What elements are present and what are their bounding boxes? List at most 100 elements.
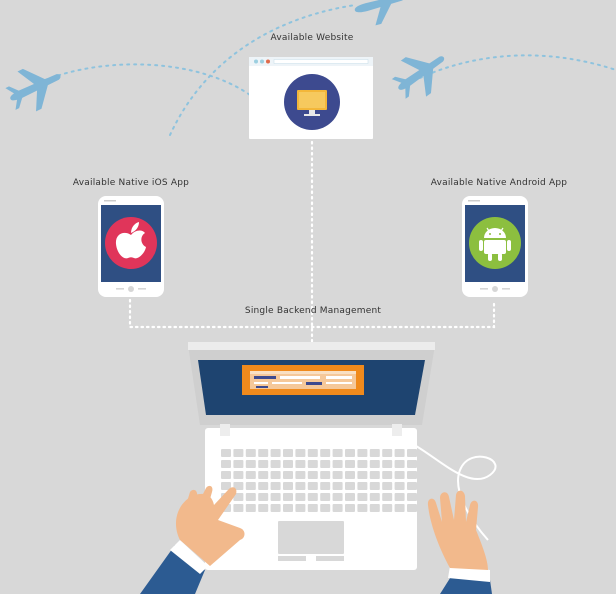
keyboard-key [283, 493, 293, 501]
keyboard-key [345, 504, 355, 512]
apple-icon [105, 217, 157, 269]
keyboard-key [258, 482, 269, 490]
keyboard-key [357, 471, 368, 479]
touchpad [278, 521, 344, 554]
browser-window [249, 57, 373, 139]
keyboard-key [369, 449, 380, 457]
keyboard-key [221, 449, 231, 457]
keyboard-key [233, 460, 244, 468]
keyboard-key [258, 460, 269, 468]
keyboard-key [369, 482, 380, 490]
keyboard-key [394, 460, 405, 468]
keyboard-key [332, 449, 343, 457]
keyboard-key [357, 504, 368, 512]
keyboard-key [394, 504, 405, 512]
keyboard-key [307, 449, 318, 457]
keyboard-key [295, 493, 306, 501]
keyboard-key [221, 471, 231, 479]
keyboard-key [283, 460, 293, 468]
keyboard-key [233, 449, 244, 457]
airplane-icon-top [354, 0, 405, 26]
keyboard-key [283, 504, 293, 512]
keyboard-key [369, 504, 380, 512]
keyboard-key [357, 482, 368, 490]
monitor-icon [284, 74, 340, 130]
keyboard-key [382, 460, 393, 468]
keyboard-key [394, 449, 405, 457]
keyboard-key [394, 471, 405, 479]
label-website: Available Website [270, 33, 354, 43]
keyboard-key [258, 504, 269, 512]
keyboard-key [407, 471, 417, 479]
keyboard-key [233, 471, 244, 479]
connectors [128, 140, 496, 352]
keyboard-key [320, 482, 331, 490]
keyboard-key [270, 471, 281, 479]
flight-path-left [44, 63, 251, 96]
keyboard-key [245, 460, 256, 468]
keyboard-key [307, 493, 318, 501]
android-icon [469, 217, 521, 269]
keyboard-key [320, 471, 331, 479]
keyboard-key [382, 504, 393, 512]
keyboard-key [221, 482, 231, 490]
keyboard-key [307, 471, 318, 479]
airplane-icon-right [391, 56, 445, 99]
keyboard [221, 449, 417, 512]
keyboard-key [407, 504, 417, 512]
keyboard-key [345, 493, 355, 501]
keyboard-key [233, 493, 244, 501]
keyboard-key [345, 471, 355, 479]
ios-phone [98, 196, 164, 297]
keyboard-key [332, 460, 343, 468]
keyboard-key [382, 449, 393, 457]
keyboard-key [295, 482, 306, 490]
keyboard-key [307, 482, 318, 490]
keyboard-key [320, 504, 331, 512]
keyboard-key [357, 493, 368, 501]
keyboard-key [307, 504, 318, 512]
keyboard-key [233, 504, 244, 512]
dashboard-window [242, 365, 364, 395]
keyboard-key [245, 449, 256, 457]
keyboard-key [295, 460, 306, 468]
keyboard-key [270, 449, 281, 457]
keyboard-key [258, 471, 269, 479]
keyboard-key [407, 460, 417, 468]
keyboard-key [369, 471, 380, 479]
keyboard-key [369, 460, 380, 468]
keyboard-key [407, 493, 417, 501]
keyboard-key [394, 493, 405, 501]
laptop [188, 342, 497, 570]
keyboard-key [233, 482, 244, 490]
keyboard-key [295, 504, 306, 512]
keyboard-key [320, 493, 331, 501]
keyboard-key [270, 493, 281, 501]
keyboard-key [245, 482, 256, 490]
keyboard-key [270, 460, 281, 468]
flight-path-right [419, 54, 616, 79]
keyboard-key [221, 460, 231, 468]
keyboard-key [357, 449, 368, 457]
keyboard-key [245, 471, 256, 479]
keyboard-key [320, 460, 331, 468]
label-android-app: Available Native Android App [430, 178, 568, 188]
airplane-icon-left [5, 68, 61, 112]
keyboard-key [320, 449, 331, 457]
keyboard-key [332, 471, 343, 479]
keyboard-key [345, 460, 355, 468]
keyboard-key [345, 482, 355, 490]
keyboard-key [345, 449, 355, 457]
keyboard-key [295, 449, 306, 457]
flight-paths [44, 4, 616, 136]
left-hand [140, 485, 245, 594]
keyboard-key [283, 482, 293, 490]
keyboard-key [258, 449, 269, 457]
connector-ios-android [128, 298, 496, 329]
keyboard-key [283, 471, 293, 479]
keyboard-key [332, 482, 343, 490]
keyboard-key [382, 471, 393, 479]
keyboard-key [258, 493, 269, 501]
android-phone [462, 196, 528, 297]
